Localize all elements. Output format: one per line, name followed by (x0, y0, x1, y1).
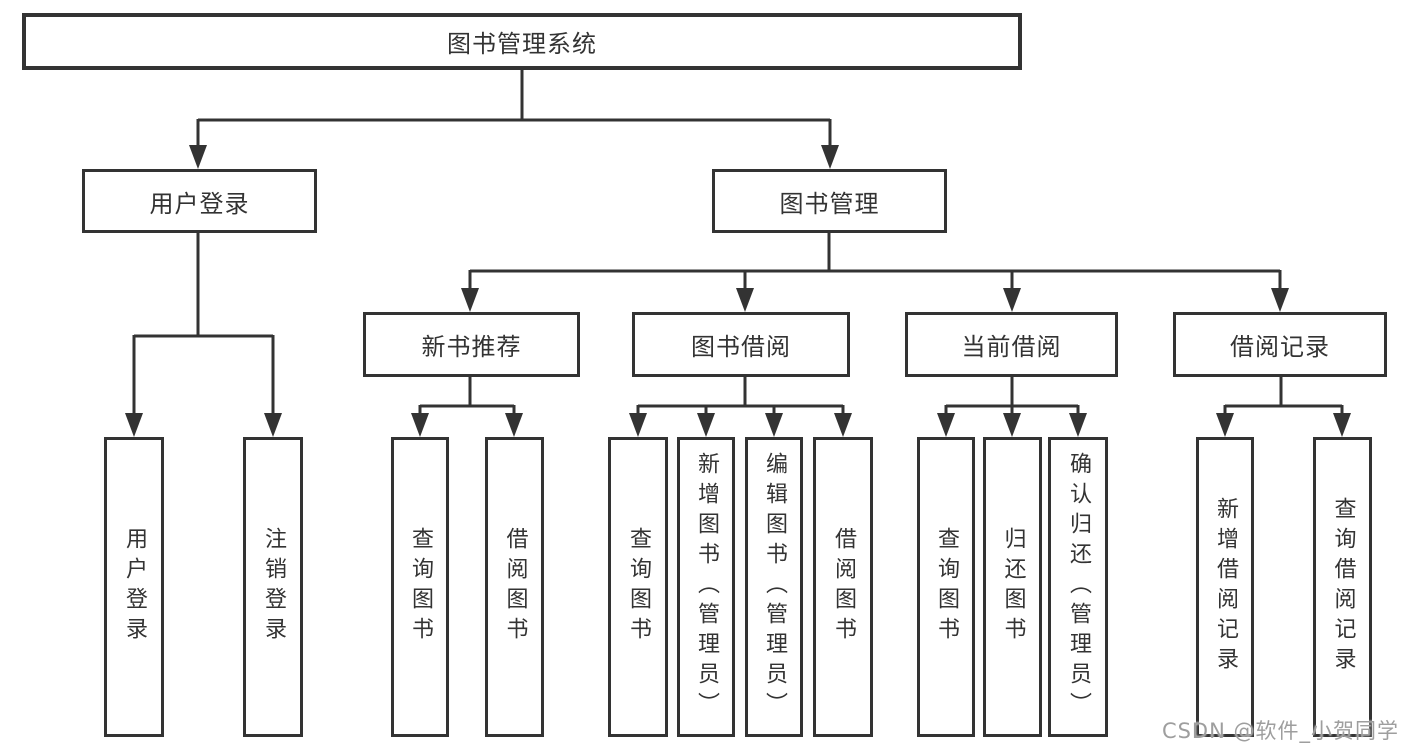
leaf-br-query-record: 查询借阅记录 (1313, 437, 1372, 737)
csdn-watermark: CSDN @软件_小贺同学 (1161, 719, 1399, 743)
leaf-cb-query-book: 查询图书 (917, 437, 975, 737)
leaf-cb-return-book: 归还图书 (983, 437, 1042, 737)
leaf-logout-login: 注销登录 (243, 437, 303, 737)
leaf-bb-borrow-book: 借阅图书 (813, 437, 873, 737)
node-book-borrow: 图书借阅 (632, 312, 850, 377)
leaf-bb-query-book: 查询图书 (608, 437, 668, 737)
leaf-bb-edit-book-admin: 编辑图书（管理员） (745, 437, 803, 737)
node-borrow-records: 借阅记录 (1173, 312, 1387, 377)
node-user-login: 用户登录 (82, 169, 317, 233)
node-root: 图书管理系统 (22, 13, 1022, 70)
leaf-rec-borrow-book: 借阅图书 (485, 437, 544, 737)
leaf-bb-add-book-admin: 新增图书（管理员） (677, 437, 735, 737)
leaf-user-login: 用户登录 (104, 437, 164, 737)
node-current-borrow: 当前借阅 (905, 312, 1118, 377)
leaf-br-add-record: 新增借阅记录 (1196, 437, 1254, 737)
node-book-management: 图书管理 (712, 169, 947, 233)
leaf-cb-confirm-return-admin: 确认归还（管理员） (1048, 437, 1108, 737)
leaf-rec-query-book: 查询图书 (391, 437, 449, 737)
node-new-book-recommend: 新书推荐 (363, 312, 580, 377)
